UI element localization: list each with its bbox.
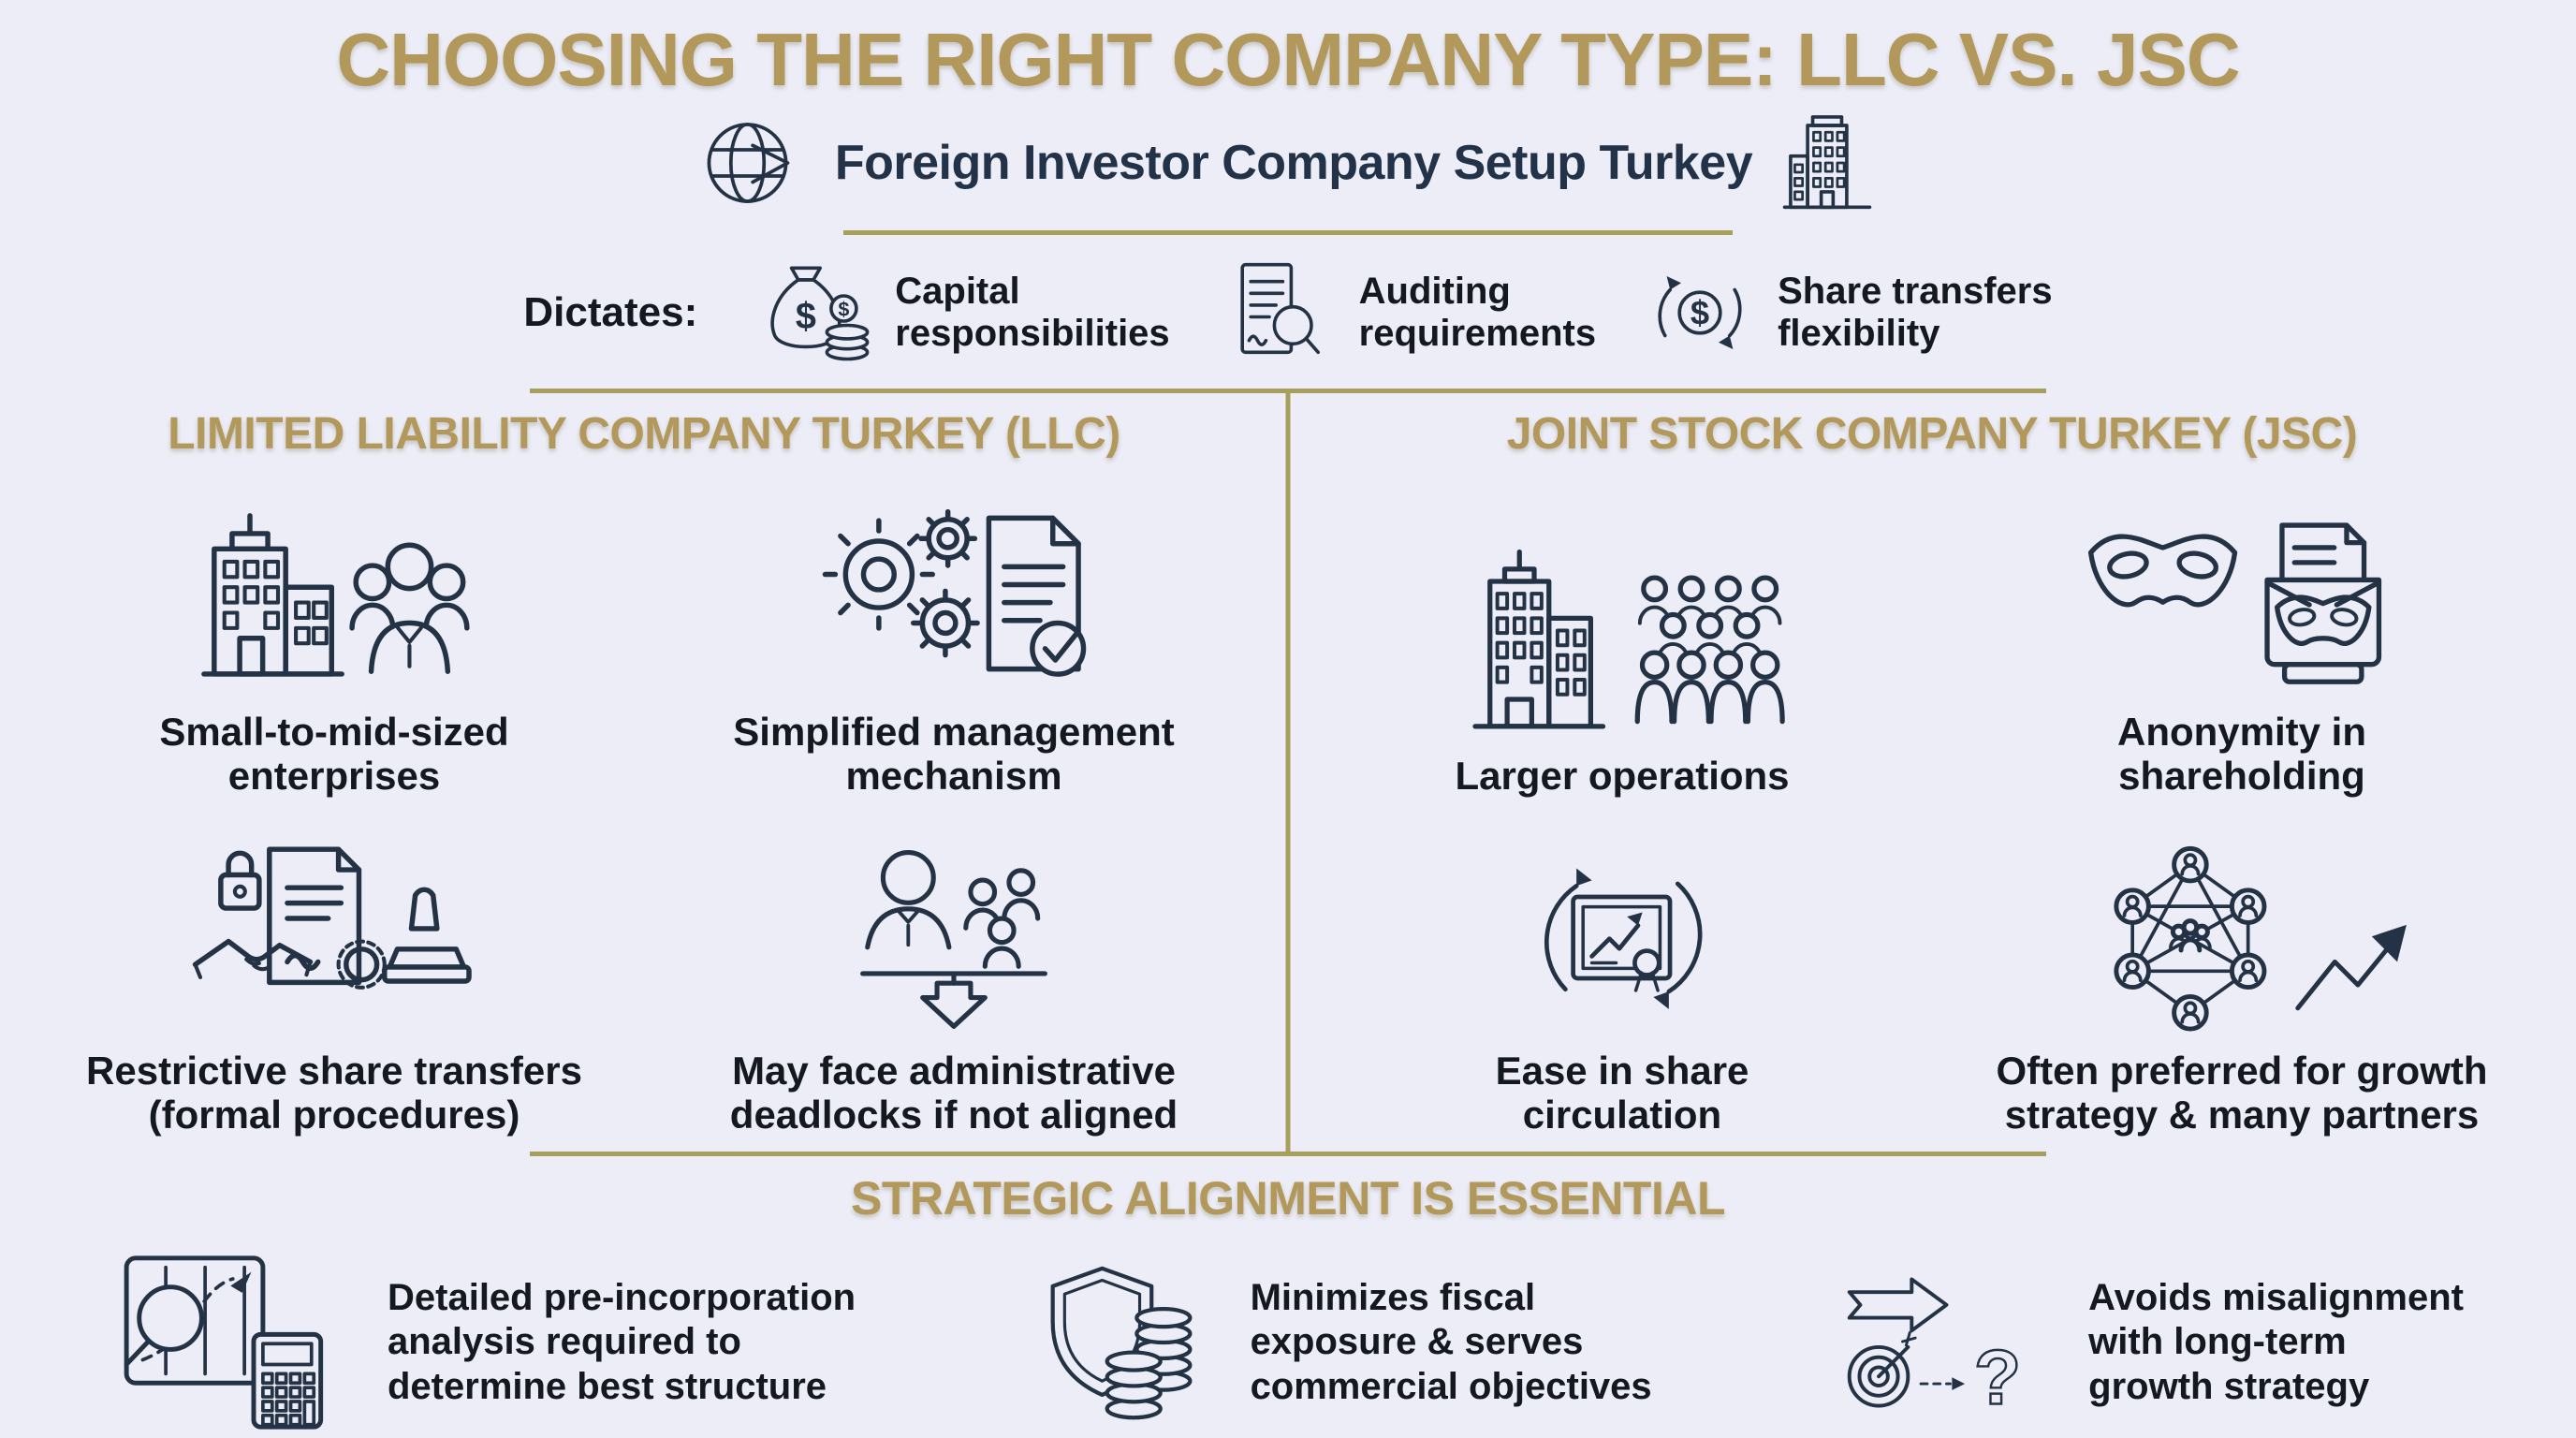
svg-text:?: ? (1974, 1336, 2021, 1421)
llc-item-caption: Small-to-mid-sized enterprises (159, 710, 509, 799)
divider-under-subtitle (843, 230, 1733, 235)
office-building-icon (1782, 115, 1872, 210)
jsc-item-caption: Ease in share circulation (1495, 1048, 1749, 1137)
lock-contract-stamp-icon (192, 846, 472, 990)
audit-document-icon (1240, 262, 1320, 355)
dictates-item-share-transfers: $ Share transfers flexibility (1645, 257, 2053, 368)
icon-box (832, 804, 1076, 1034)
strategic-item-analysis: Detailed pre-incorporation analysis requ… (112, 1244, 856, 1438)
dictates-item-auditing: Auditing requirements (1219, 257, 1596, 368)
jsc-item-growth-partners: Often preferred for growth strategy & ma… (1932, 804, 2552, 1143)
strategic-item-label: Avoids misalignment with long-term growt… (2088, 1277, 2464, 1407)
strategic-item-misalignment: ? Avoids misalignment with long-term gro… (1837, 1249, 2464, 1436)
jsc-item-share-circulation: Ease in share circulation (1312, 804, 1932, 1143)
gears-document-icon (822, 509, 1086, 678)
dictates-item-label: Capital responsibilities (895, 271, 1170, 354)
llc-header: LIMITED LIABILITY COMPANY TURKEY (LLC) (168, 409, 1120, 459)
llc-item-restrictive-transfers: Restrictive share transfers (formal proc… (24, 804, 644, 1143)
network-growth-icon (2113, 845, 2407, 1032)
certificate-cycle-icon (1544, 868, 1702, 1009)
globe-arrow-icon (707, 123, 790, 203)
llc-item-small-to-mid: Small-to-mid-sized enterprises (24, 465, 644, 804)
divider-above-strategic (530, 1152, 2046, 1156)
page-subtitle: Foreign Investor Company Setup Turkey (834, 136, 1753, 190)
jsc-cells: Larger operations (1288, 460, 2576, 1152)
jsc-column: JOINT STOCK COMPANY TURKEY (JSC) (1288, 393, 2576, 1152)
icon-box (1438, 465, 1808, 739)
strategic-header: STRATEGIC ALIGNMENT IS ESSENTIAL (850, 1172, 1726, 1225)
dictates-label: Dictates: (523, 289, 698, 335)
llc-column: LIMITED LIABILITY COMPANY TURKEY (LLC) (0, 393, 1288, 1152)
icon-box (1513, 804, 1733, 1034)
icon-box (2057, 804, 2427, 1034)
llc-item-deadlocks: May face administrative deadlocks if not… (644, 804, 1264, 1143)
llc-item-caption: May face administrative deadlocks if not… (729, 1048, 1178, 1137)
page-title: CHOOSING THE RIGHT COMPANY TYPE: LLC VS.… (336, 18, 2240, 101)
dictates-item-capital: $ $ Capital responsibilities (746, 257, 1170, 368)
vertical-divider (1285, 393, 1291, 1152)
jsc-item-anonymity: Anonymity in shareholding (1932, 465, 2552, 804)
jsc-item-caption: Anonymity in shareholding (2116, 710, 2366, 799)
jsc-header: JOINT STOCK COMPANY TURKEY (JSC) (1506, 409, 2358, 459)
strategic-items-row: Detailed pre-incorporation analysis requ… (0, 1244, 2576, 1438)
svg-text:$: $ (839, 298, 850, 321)
divider-above-columns (530, 389, 2046, 393)
llc-cells: Small-to-mid-sized enterprises (0, 460, 1288, 1152)
jsc-item-larger-operations: Larger operations (1312, 465, 1932, 804)
strategic-item-label: Minimizes fiscal exposure & serves comme… (1250, 1277, 1652, 1407)
strategic-item-label: Detailed pre-incorporation analysis requ… (388, 1277, 856, 1407)
dictates-item-label: Auditing requirements (1358, 271, 1597, 354)
manager-deadlock-icon (860, 849, 1047, 1029)
shield-coins-icon (1050, 1266, 1193, 1420)
icon-box (807, 465, 1102, 695)
jsc-item-caption: Often preferred for growth strategy & ma… (1996, 1048, 2488, 1137)
analysis-magnifier-calculator-icon (124, 1255, 324, 1430)
llc-item-caption: Simplified management mechanism (733, 710, 1175, 799)
dictates-row: Dictates: $ $ Capital responsibilities (0, 246, 2576, 379)
icon-box (194, 465, 475, 695)
comparison-columns: LIMITED LIABILITY COMPANY TURKEY (LLC) (0, 393, 2576, 1152)
icon-box (2081, 465, 2404, 695)
dollar-cycle-icon: $ (1658, 275, 1742, 350)
buildings-team-icon (201, 513, 470, 678)
icon-box (187, 804, 482, 1034)
subtitle-row: Foreign Investor Company Setup Turkey (0, 107, 2576, 219)
money-bag-icon: $ $ (770, 266, 870, 361)
dictates-item-label: Share transfers flexibility (1778, 271, 2053, 354)
svg-text:$: $ (1690, 294, 1709, 332)
llc-item-caption: Restrictive share transfers (formal proc… (86, 1048, 582, 1137)
masks-anonymity-icon (2087, 522, 2381, 685)
skyscraper-crowd-icon (1471, 550, 1785, 729)
jsc-item-caption: Larger operations (1455, 754, 1790, 799)
llc-item-simplified-management: Simplified management mechanism (644, 465, 1264, 804)
svg-text:$: $ (796, 296, 816, 337)
strategic-item-fiscal: Minimizes fiscal exposure & serves comme… (1041, 1249, 1652, 1436)
arrow-target-question-icon: ? (1847, 1277, 2023, 1422)
